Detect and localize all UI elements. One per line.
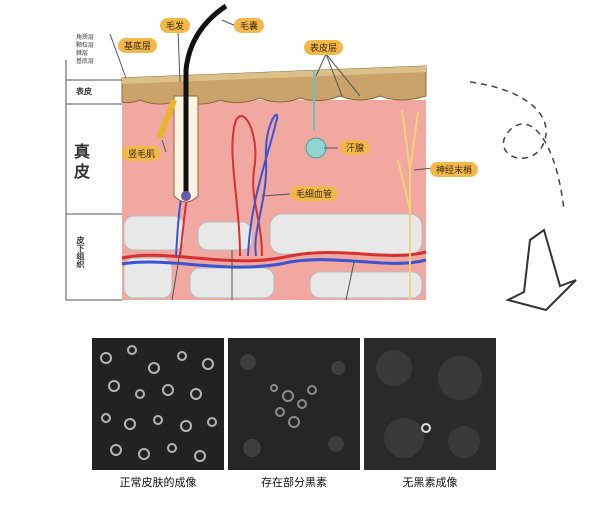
skin-diagram — [65, 3, 577, 312]
label-top-left: 基底层 — [118, 38, 158, 53]
micro-label: 基底层 — [76, 58, 95, 65]
micro-label: 颗粒层 — [76, 42, 95, 49]
layer-micro-labels: 角质层 颗粒层 棘层 基底层 — [76, 34, 94, 66]
dermis-side-label: 真 皮 — [74, 142, 90, 182]
label-nerve: 神经末梢 — [430, 162, 479, 177]
label-sweat-gland: 汗腺 — [340, 140, 371, 155]
epidermis-side-label: 表皮 — [76, 86, 92, 96]
micro-label: 角质层 — [76, 34, 95, 41]
normal-skin-cells — [92, 338, 224, 470]
no-melanin-texture — [364, 338, 496, 470]
dashed-arrow-decoration — [469, 81, 565, 211]
label-hair-shaft: 毛发 — [160, 18, 191, 33]
normal-skin-image — [92, 338, 224, 470]
no-melanin-image — [364, 338, 496, 470]
dermis-char: 真 — [74, 142, 91, 161]
caption-normal: 正常皮肤的成像 — [119, 476, 197, 489]
caption-no-melanin: 无黑素成像 — [402, 476, 458, 489]
nerve-ending — [397, 109, 419, 300]
partial-melanin-image — [228, 338, 360, 470]
partial-melanin-cells — [228, 338, 360, 470]
subcutis-side-label: 皮下组织 — [76, 236, 86, 268]
label-muscle: 竖毛肌 — [122, 146, 162, 161]
label-epidermis: 表皮层 — [304, 40, 344, 55]
stratum-corneum — [122, 66, 426, 84]
blood-vessels — [121, 113, 427, 269]
dermis-char: 皮 — [74, 162, 91, 181]
arrow-icon — [505, 228, 577, 312]
label-vessel: 毛细血管 — [290, 186, 339, 201]
layer-guide-lines — [65, 60, 122, 301]
fat-lobules — [123, 213, 423, 299]
label-hair-follicle: 毛囊 — [234, 18, 265, 33]
pointer-lines — [109, 19, 435, 301]
caption-partial-melanin: 存在部分黑素 — [261, 476, 327, 489]
hair-follicle — [157, 3, 228, 203]
micro-label: 棘层 — [76, 50, 89, 57]
